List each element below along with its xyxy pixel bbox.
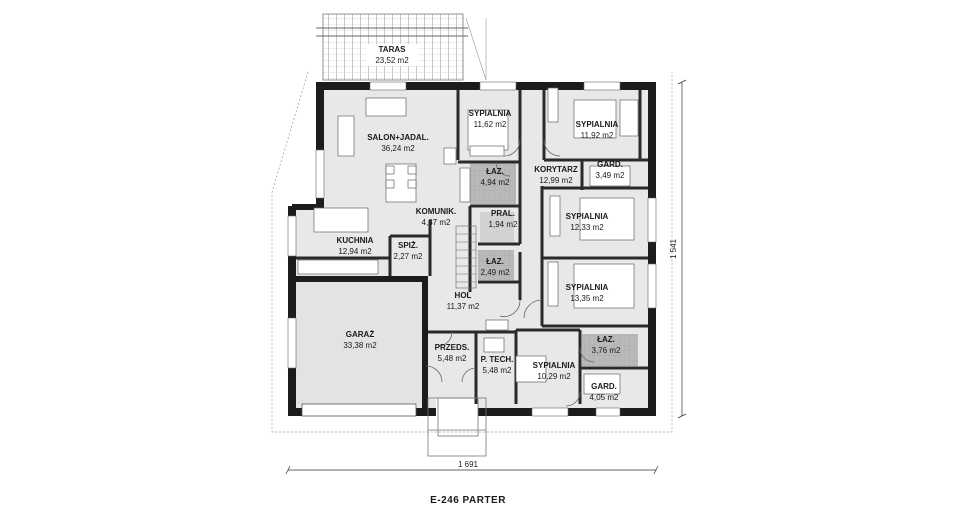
room-label-taras: TARAS 23,52 m2 xyxy=(375,45,409,65)
room-name: SYPIALNIA xyxy=(566,212,609,221)
room-name: KOMUNIK. xyxy=(416,207,456,216)
room-name: GARAŻ xyxy=(346,330,375,339)
room-area: 36,24 m2 xyxy=(381,144,415,153)
room-name: GARD. xyxy=(591,382,617,391)
bathroom-1-floor xyxy=(470,162,516,204)
room-area: 13,35 m2 xyxy=(570,294,604,303)
room-name: PRAL. xyxy=(491,209,515,218)
room-label-syp1: SYPIALNIA 11,62 m2 xyxy=(469,109,512,129)
room-name: KORYTARZ xyxy=(534,165,578,174)
room-label-komunik: KOMUNIK. 4,37 m2 xyxy=(416,207,456,227)
room-label-ptech: P. TECH. 5,48 m2 xyxy=(481,355,514,375)
doors xyxy=(425,139,595,407)
room-label-korytarz: KORYTARZ 12,99 m2 xyxy=(534,165,578,185)
room-area: 12,94 m2 xyxy=(338,247,372,256)
room-name: ŁAZ. xyxy=(597,335,615,344)
room-area: 11,37 m2 xyxy=(447,302,480,311)
room-name: SYPIALNIA xyxy=(566,283,609,292)
dimension-lines xyxy=(285,79,687,475)
garage-door xyxy=(301,403,417,417)
room-area: 5,48 m2 xyxy=(438,354,467,363)
plan-depth-dimension: 1 541 xyxy=(669,238,678,259)
room-area: 3,76 m2 xyxy=(592,346,621,355)
room-area: 4,05 m2 xyxy=(590,393,619,402)
room-name: SYPIALNIA xyxy=(533,361,576,370)
room-label-laz1: ŁAZ. 4,94 m2 xyxy=(481,167,510,187)
room-name: PRZEDS. xyxy=(435,343,470,352)
room-label-przeds: PRZEDS. 5,48 m2 xyxy=(435,343,470,363)
room-label-laz3: ŁAZ. 3,76 m2 xyxy=(592,335,621,355)
room-label-gard1: GARD. 3,49 m2 xyxy=(596,160,625,180)
room-name: SYPIALNIA xyxy=(469,109,512,118)
entrance-porch xyxy=(427,397,487,457)
room-label-gard2: GARD. 4,05 m2 xyxy=(590,382,619,402)
room-name: ŁAZ. xyxy=(486,167,504,176)
interior-walls xyxy=(296,90,648,404)
room-area: 12,99 m2 xyxy=(539,176,573,185)
room-area: 1,94 m2 xyxy=(489,220,518,229)
plan-title: E-246 PARTER xyxy=(430,495,506,506)
site-outline xyxy=(271,71,673,433)
stairs xyxy=(455,225,477,289)
room-area: 2,49 m2 xyxy=(481,268,510,277)
room-area: 4,37 m2 xyxy=(422,218,451,227)
room-area: 12,33 m2 xyxy=(570,223,604,232)
room-area: 10,29 m2 xyxy=(537,372,571,381)
room-label-pral: PRAL. 1,94 m2 xyxy=(489,209,518,229)
room-area: 3,49 m2 xyxy=(596,171,625,180)
plan-width-dimension: 1 691 xyxy=(458,460,479,469)
room-area: 5,48 m2 xyxy=(483,366,512,375)
room-label-laz2: ŁAZ. 2,49 m2 xyxy=(481,257,510,277)
windows xyxy=(287,81,657,417)
room-area: 11,62 m2 xyxy=(474,120,507,129)
room-area: 4,94 m2 xyxy=(481,178,510,187)
room-area: 23,52 m2 xyxy=(375,56,409,65)
room-name: P. TECH. xyxy=(481,355,514,364)
furniture xyxy=(297,87,639,395)
room-label-syp2: SYPIALNIA 11,92 m2 xyxy=(576,120,619,140)
room-name: GARD. xyxy=(597,160,623,169)
room-label-salon: SALON+JADAL. 36,24 m2 xyxy=(367,133,429,153)
room-area: 11,92 m2 xyxy=(581,131,614,140)
room-name: SPIŻ. xyxy=(398,241,418,250)
room-name: SYPIALNIA xyxy=(576,120,619,129)
room-name: ŁAZ. xyxy=(486,257,504,266)
bathroom-3-floor xyxy=(582,334,638,366)
room-label-syp4: SYPIALNIA 13,35 m2 xyxy=(566,283,609,303)
bathroom-2-floor xyxy=(478,250,514,280)
room-label-syp5: SYPIALNIA 10,29 m2 xyxy=(533,361,576,381)
room-name: KUCHNIA xyxy=(337,236,374,245)
room-label-kuchnia: KUCHNIA 12,94 m2 xyxy=(337,236,374,256)
terrace-pergola xyxy=(316,13,487,81)
room-label-spiz: SPIŻ. 2,27 m2 xyxy=(394,241,423,261)
room-name: TARAS xyxy=(379,45,407,54)
room-label-garaz: GARAŻ 33,38 m2 xyxy=(343,330,377,350)
room-label-syp3: SYPIALNIA 12,33 m2 xyxy=(566,212,609,232)
room-area: 2,27 m2 xyxy=(394,252,423,261)
room-name: HOL xyxy=(455,291,472,300)
room-name: SALON+JADAL. xyxy=(367,133,429,142)
room-label-hol: HOL 11,37 m2 xyxy=(447,291,480,311)
room-area: 33,38 m2 xyxy=(343,341,377,350)
laundry-floor xyxy=(480,212,514,242)
